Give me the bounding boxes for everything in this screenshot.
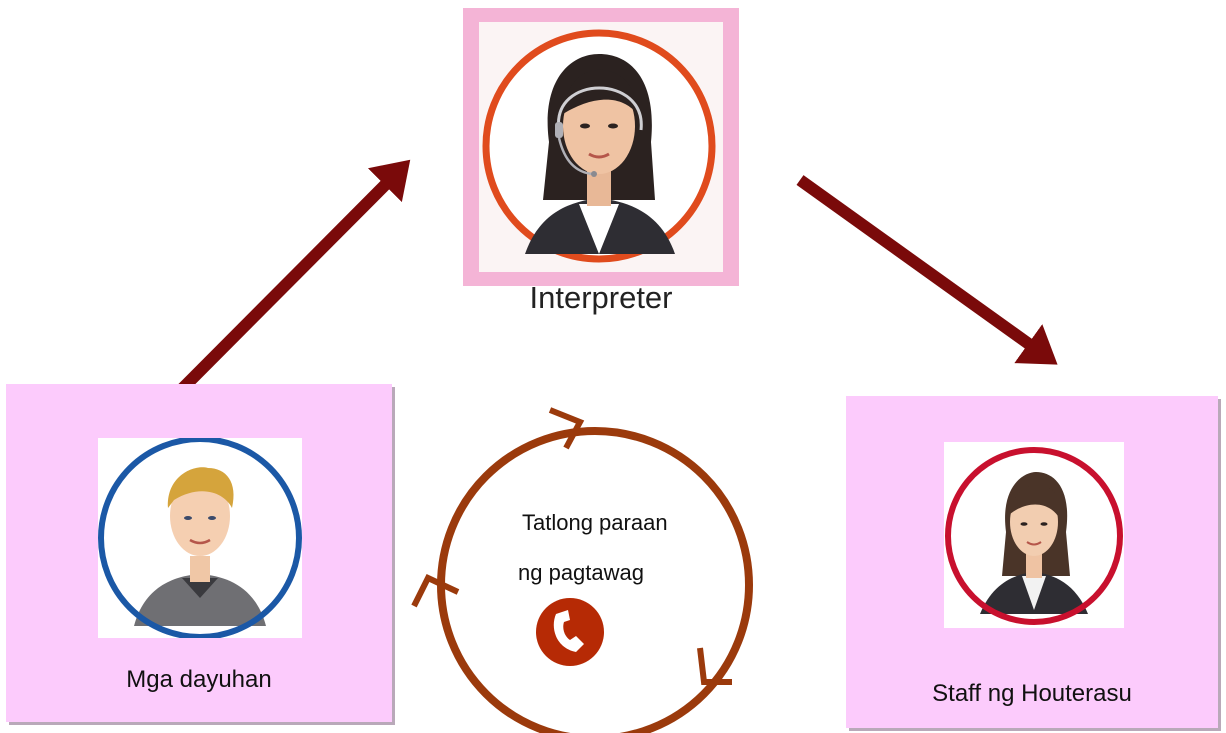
foreigner-avatar [98,438,302,638]
headset-icon [555,86,643,177]
interpreter-photo [479,22,723,272]
cycle-text-line2: ng pagtawag [518,560,644,585]
cycle-text-line1: Tatlong paraan [522,510,668,535]
staff-photo [944,442,1124,628]
interpreter-label: Interpreter [529,280,673,315]
foreigner-panel: Mga dayuhan [6,384,392,722]
phone-icon [536,598,604,666]
staff-label: Staff ng Houterasu [932,680,1132,707]
foreigner-photo [98,438,302,638]
staff-panel: Staff ng Houterasu [846,396,1218,728]
arrow-to-interpreter [171,159,411,400]
foreigner-label: Mga dayuhan [126,666,272,693]
interpreter-frame [463,8,739,286]
cycle-arrowhead-left [411,574,460,608]
cycle-arrowhead-bottom [697,647,732,685]
arrow-to-staff [796,175,1058,365]
cycle-diagram [411,407,753,733]
cycle-arrowhead-top [548,407,585,450]
staff-avatar [945,447,1123,625]
interpreter-avatar [482,29,716,263]
